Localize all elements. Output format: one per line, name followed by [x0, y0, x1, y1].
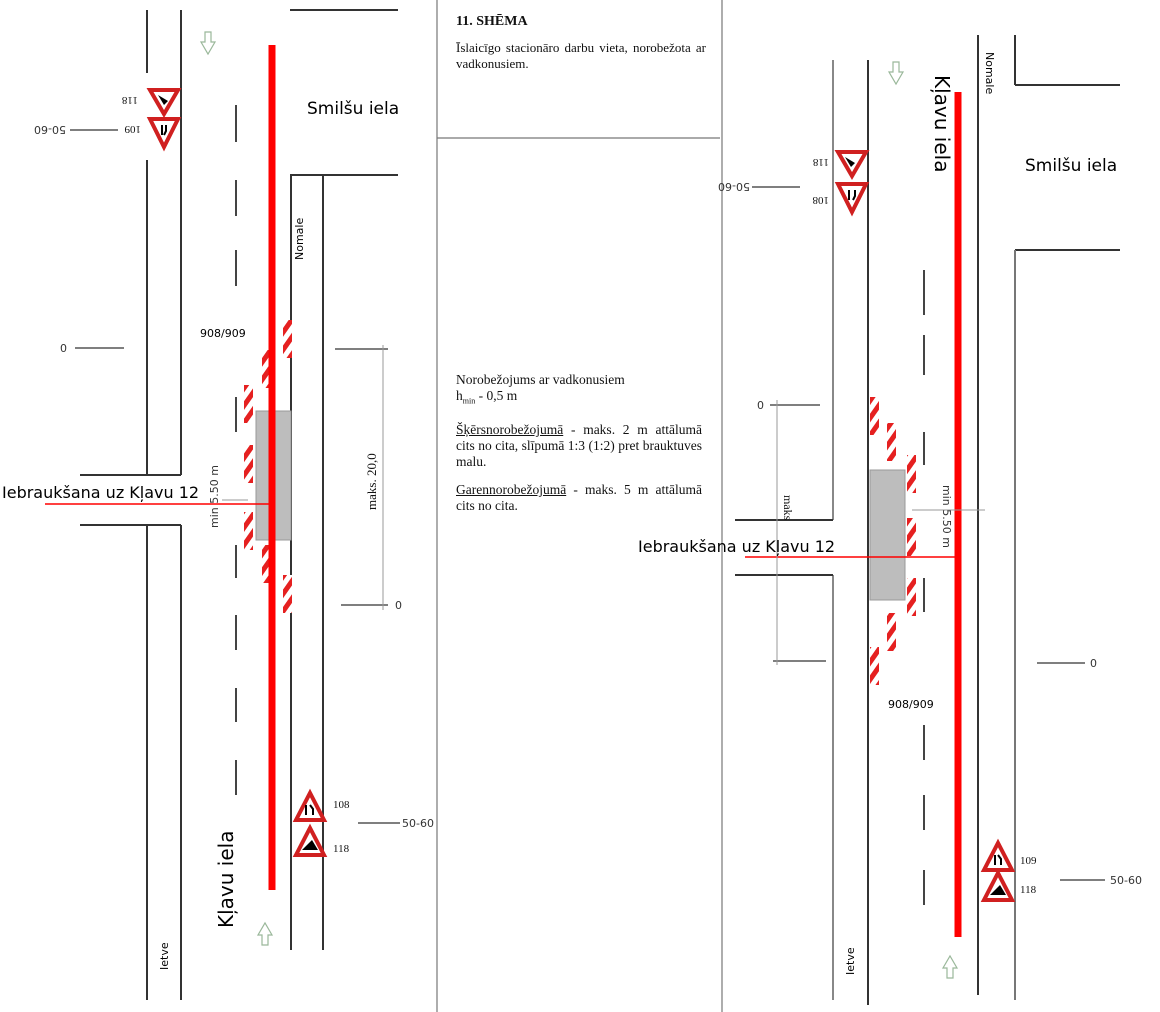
right-dimensions — [752, 186, 1105, 881]
left-cone-sign-label: 908/909 — [200, 327, 246, 340]
left-sign-top-2-label: 109 — [124, 123, 141, 135]
note-cones-text: Norobežojums ar vadkonusiem — [456, 372, 625, 387]
panel-dividers — [436, 0, 723, 1012]
right-road-lines — [735, 35, 1120, 1005]
note-h-value: - 0,5 m — [475, 388, 518, 403]
right-sign-108-top — [834, 182, 870, 217]
right-entrance-label: Iebraukšana uz Kļavu 12 — [638, 537, 835, 556]
note-cones: Norobežojums ar vadkonusiem hmin - 0,5 m — [456, 372, 702, 410]
note-longitudinal-text: - maks. 5 m attālumā cits no cita. — [456, 481, 702, 513]
arrow-up-icon — [256, 921, 274, 946]
left-arrows — [199, 31, 274, 946]
note-longitudinal-term: Garennorobežojumā — [456, 481, 567, 497]
left-sign-108-bottom — [292, 788, 328, 822]
scheme-header: 11. SHĒMA Īslaicīgo stacionāro darbu vie… — [456, 14, 706, 72]
left-cones — [244, 320, 292, 613]
note-transverse-term: Šķērsnorobežojumā — [456, 421, 564, 437]
scheme-notes: Norobežojums ar vadkonusiem hmin - 0,5 m… — [456, 372, 702, 526]
right-sign-109-bottom — [980, 838, 1016, 872]
scheme-heading: 11. SHĒMA — [456, 14, 528, 29]
right-arrows — [887, 61, 959, 979]
arrow-up-icon — [941, 954, 959, 979]
left-speed-top-label: 50-60 — [34, 123, 66, 136]
note-h-sub: min — [462, 396, 476, 406]
right-sign-top-1-label: 118 — [812, 156, 829, 168]
left-entrance-label: Iebraukšana uz Kļavu 12 — [2, 483, 199, 502]
left-street-main-label: Kļavu iela — [214, 831, 238, 928]
note-h: h — [456, 388, 463, 403]
right-sidewalk-label: Ietve — [844, 947, 857, 975]
right-work-zone — [869, 469, 906, 601]
note-longitudinal: Garennorobežojumā - maks. 5 m attālumā c… — [456, 482, 702, 514]
right-street-main-label: Kļavu iela — [930, 75, 954, 172]
note-transverse: Šķērsnorobežojumā - maks. 2 m attālumā c… — [456, 422, 702, 470]
left-sign-118-top — [146, 88, 182, 118]
right-cones — [870, 397, 916, 685]
left-street-side-label: Smilšu iela — [307, 99, 399, 119]
left-sign-118-bottom — [292, 823, 328, 857]
left-sign-bot-1-label: 108 — [333, 799, 350, 811]
left-strip-label: Nomale — [293, 218, 306, 260]
left-min-width-label: min 5.50 m — [208, 465, 221, 528]
arrow-down-icon — [887, 61, 905, 86]
arrow-down-icon — [199, 31, 217, 56]
right-speed-bot-label: 50-60 — [1110, 874, 1142, 887]
left-sign-bot-2-label: 118 — [333, 843, 350, 855]
right-zero-b: 0 — [1090, 657, 1097, 670]
right-sign-118-bottom — [980, 868, 1016, 902]
left-zero-b: 0 — [395, 599, 402, 612]
right-zero-a: 0 — [757, 399, 764, 412]
left-road-lines — [80, 9, 398, 1000]
right-sign-bot-1-label: 109 — [1020, 855, 1037, 867]
left-dimensions — [70, 129, 400, 824]
right-street-side-label: Smilšu iela — [1025, 156, 1117, 176]
scheme-subtitle: Īslaicīgo stacionāro darbu vieta, norobe… — [456, 40, 706, 71]
right-sign-top-2-label: 108 — [812, 194, 829, 206]
left-sign-109-top — [146, 117, 182, 152]
left-zero-a: 0 — [60, 342, 67, 355]
note-transverse-text: - maks. 2 m attālumā cits no cita, slīpu… — [456, 421, 702, 469]
left-sidewalk-label: Ietve — [158, 942, 171, 970]
right-max-length-label: maks — [781, 495, 795, 521]
right-speed-top-label: 50-60 — [718, 180, 750, 193]
right-cone-sign-label: 908/909 — [888, 698, 934, 711]
left-sign-top-1-label: 118 — [121, 94, 138, 106]
left-speed-bot-label: 50-60 — [402, 817, 434, 830]
right-strip-label: Nomale — [983, 52, 996, 94]
right-min-width-label: min 5.50 m — [940, 485, 953, 548]
right-sign-118-top — [834, 150, 870, 180]
right-sign-bot-2-label: 118 — [1020, 884, 1037, 896]
left-max-length-label: maks. 20,0 — [364, 453, 379, 510]
